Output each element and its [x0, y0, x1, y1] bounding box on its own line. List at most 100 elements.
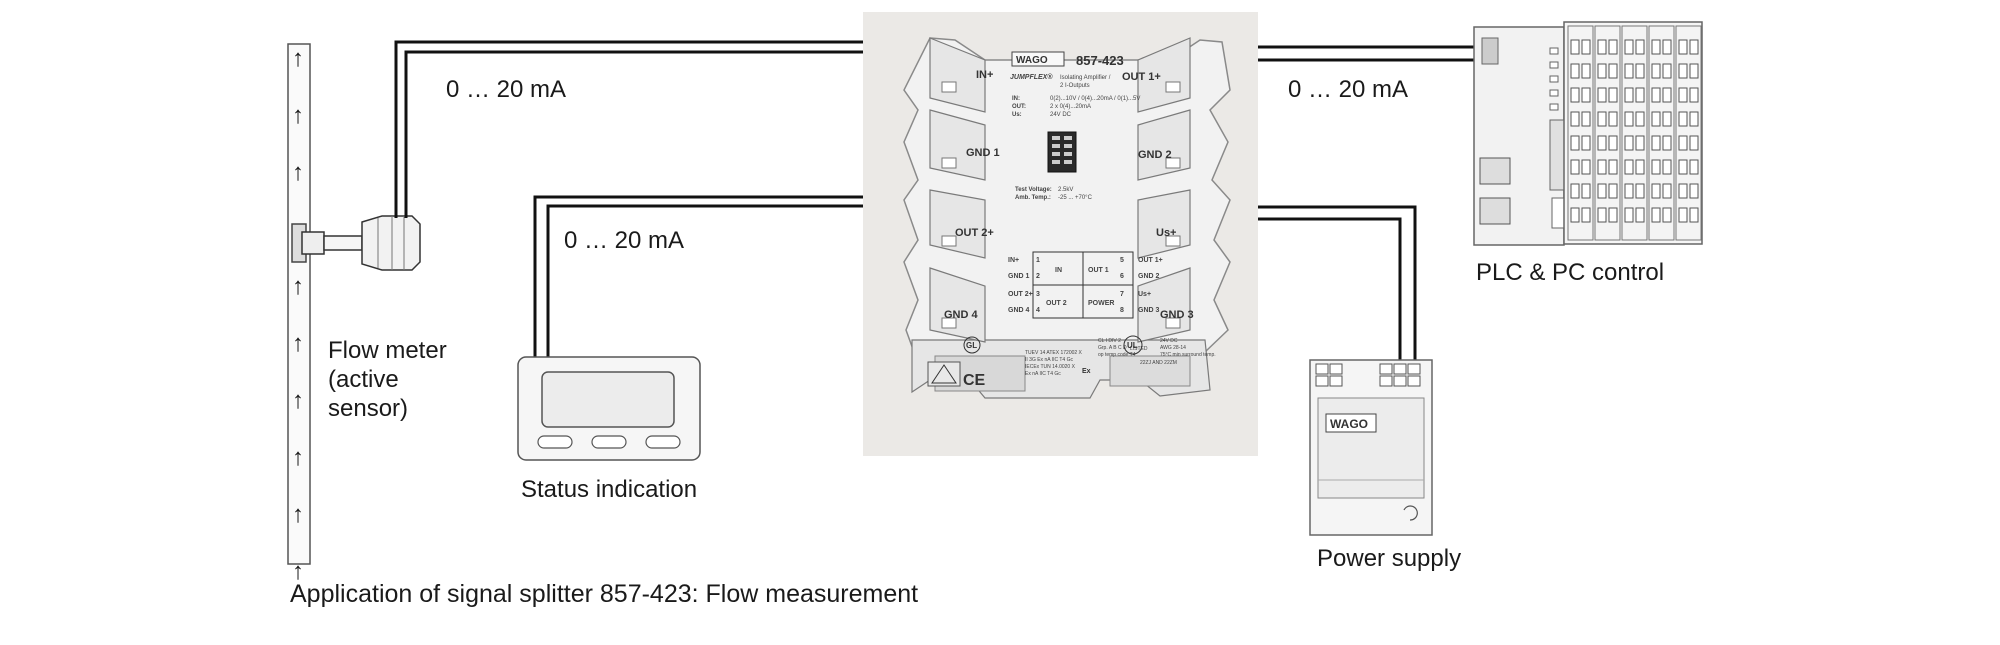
plc-terminal-slot: [1662, 63, 1672, 79]
pinout-left-label: GND 4: [1008, 307, 1030, 314]
plc-terminal-slot: [1608, 159, 1618, 175]
plc-terminal-slot: [1581, 39, 1591, 55]
plc-terminal-slot: [1581, 135, 1591, 151]
pinout-left-label: GND 1: [1008, 273, 1030, 280]
amb-temp-value: -25 ... +70°C: [1058, 195, 1093, 201]
terminal-us-plus: Us+: [1156, 227, 1177, 239]
plc-terminal-slot: [1624, 159, 1634, 175]
plc-terminal-slot: [1651, 207, 1661, 223]
plc-terminal-slot: [1662, 87, 1672, 103]
device-desc-2: 2 I-Outputs: [1060, 83, 1090, 89]
plc-io-modules: [1567, 25, 1702, 241]
ce-mark: CE: [963, 372, 986, 389]
certification-left: TUEV 14 ATEX 172002 XII 3G Ex nA IIC T4 …: [1025, 350, 1083, 377]
spec-value: 0(2)...10V / 0(4)...20mA / 0(1)...5V: [1050, 96, 1140, 102]
plc-terminal-slot: [1624, 183, 1634, 199]
plc-terminal-slot: [1608, 111, 1618, 127]
flow-meter-label-line-3: sensor): [328, 395, 408, 422]
plc-terminal-slot: [1570, 87, 1580, 103]
cert-right-line: AWG 28-14: [1160, 345, 1186, 351]
plc-terminal-slot: [1678, 87, 1688, 103]
pinout-right-number: 6: [1120, 273, 1124, 280]
plc-terminal-slot: [1597, 87, 1607, 103]
plc-terminal-slot: [1597, 183, 1607, 199]
pinout-right-label: GND 2: [1138, 273, 1160, 280]
plc-terminal-slot: [1635, 135, 1645, 151]
pinout-cell-power: POWER: [1088, 300, 1114, 307]
cert-left-line: Ex nA IIC T4 Gc: [1025, 371, 1061, 377]
plc-terminal-slot: [1570, 159, 1580, 175]
plc-terminal-slot: [1624, 63, 1634, 79]
pinout-right-label: Us+: [1138, 291, 1151, 298]
plc-terminal-slot: [1624, 111, 1634, 127]
plc-terminal-slot: [1651, 63, 1661, 79]
signal-label-device-to-plc: 0 … 20 mA: [1288, 76, 1408, 103]
plc-terminal-slot: [1608, 63, 1618, 79]
power-supply-device: WAGO: [1309, 359, 1433, 536]
cert-right-line: LISTED: [1130, 346, 1148, 352]
plc-io-module: [1621, 25, 1648, 241]
flow-arrow-icon: ↑: [292, 273, 304, 300]
plc-terminal-slot: [1597, 39, 1607, 55]
plc-terminal-slot: [1581, 207, 1591, 223]
cert-right-line: op temp code T4: [1098, 352, 1136, 358]
power-supply-brand: WAGO: [1330, 417, 1368, 431]
wago-logo-text: WAGO: [1016, 55, 1048, 66]
plc-terminal-slot: [1662, 183, 1672, 199]
flow-arrow-icon: ↑: [292, 102, 304, 129]
pinout-left-label: IN+: [1008, 257, 1019, 264]
plc-terminal-slot: [1678, 207, 1688, 223]
plc-terminal-slot: [1651, 111, 1661, 127]
flow-meter-label-line-1: Flow meter: [328, 337, 447, 364]
terminal-gnd3: GND 3: [1160, 309, 1194, 321]
plc-terminal-slot: [1608, 183, 1618, 199]
spec-value: 24V DC: [1050, 112, 1072, 118]
terminal-gnd4: GND 4: [944, 309, 979, 321]
plc-terminal-slot: [1651, 39, 1661, 55]
plc-terminal-slot: [1678, 135, 1688, 151]
flow-meter-label-line-2: (active: [328, 366, 399, 393]
signal-label-device-to-status: 0 … 20 mA: [564, 227, 684, 254]
spec-label: IN:: [1012, 96, 1020, 102]
esd-warning-icon: [927, 361, 961, 387]
plc-terminal-slot: [1608, 207, 1618, 223]
amb-temp-label: Amb. Temp.:: [1015, 195, 1051, 201]
plc-terminal-slot: [1581, 183, 1591, 199]
terminal-out2-plus: OUT 2+: [955, 227, 994, 239]
device-desc-1: Isolating Amplifier /: [1060, 75, 1111, 81]
flow-arrow-icon: ↑: [292, 159, 304, 186]
plc-terminal-slot: [1662, 159, 1672, 175]
pinout-cell-out2: OUT 2: [1046, 300, 1067, 307]
ul-mark: UL: [1127, 341, 1138, 350]
test-voltage-value: 2.5kV: [1058, 187, 1073, 193]
plc-controller: [1473, 21, 1703, 246]
plc-terminal-slot: [1662, 111, 1672, 127]
plc-terminal-slot: [1581, 159, 1591, 175]
device-series: JUMPFLEX®: [1010, 73, 1053, 81]
plc-terminal-slot: [1678, 159, 1688, 175]
plc-terminal-slot: [1570, 135, 1580, 151]
power-supply-label: Power supply: [1317, 545, 1461, 572]
plc-terminal-slot: [1635, 39, 1645, 55]
plc-terminal-slot: [1608, 135, 1618, 151]
plc-terminal-slot: [1597, 111, 1607, 127]
spec-value: 2 x 0(4)...20mA: [1050, 104, 1091, 110]
plc-terminal-slot: [1689, 111, 1699, 127]
cert-right-line: 24V DC: [1160, 338, 1178, 344]
cert-right-line: 22ZJ AND 22ZM: [1140, 360, 1177, 366]
spec-label: Us:: [1012, 112, 1022, 118]
plc-terminal-slot: [1651, 159, 1661, 175]
plc-terminal-slot: [1689, 183, 1699, 199]
status-indication-label: Status indication: [521, 476, 697, 503]
pinout-left-number: 1: [1036, 257, 1040, 264]
signal-label-flow-to-device: 0 … 20 mA: [446, 76, 566, 103]
plc-terminal-slot: [1635, 183, 1645, 199]
spec-label: OUT:: [1012, 104, 1026, 110]
pinout-right-number: 7: [1120, 291, 1124, 298]
status-button-3: [645, 435, 681, 449]
signal-splitter-857-423: IN+ GND 1 OUT 2+ GND 4 OUT 1+ GND 2 Us+ …: [903, 37, 1231, 399]
plc-terminal-slot: [1662, 207, 1672, 223]
plc-io-module: [1567, 25, 1594, 241]
